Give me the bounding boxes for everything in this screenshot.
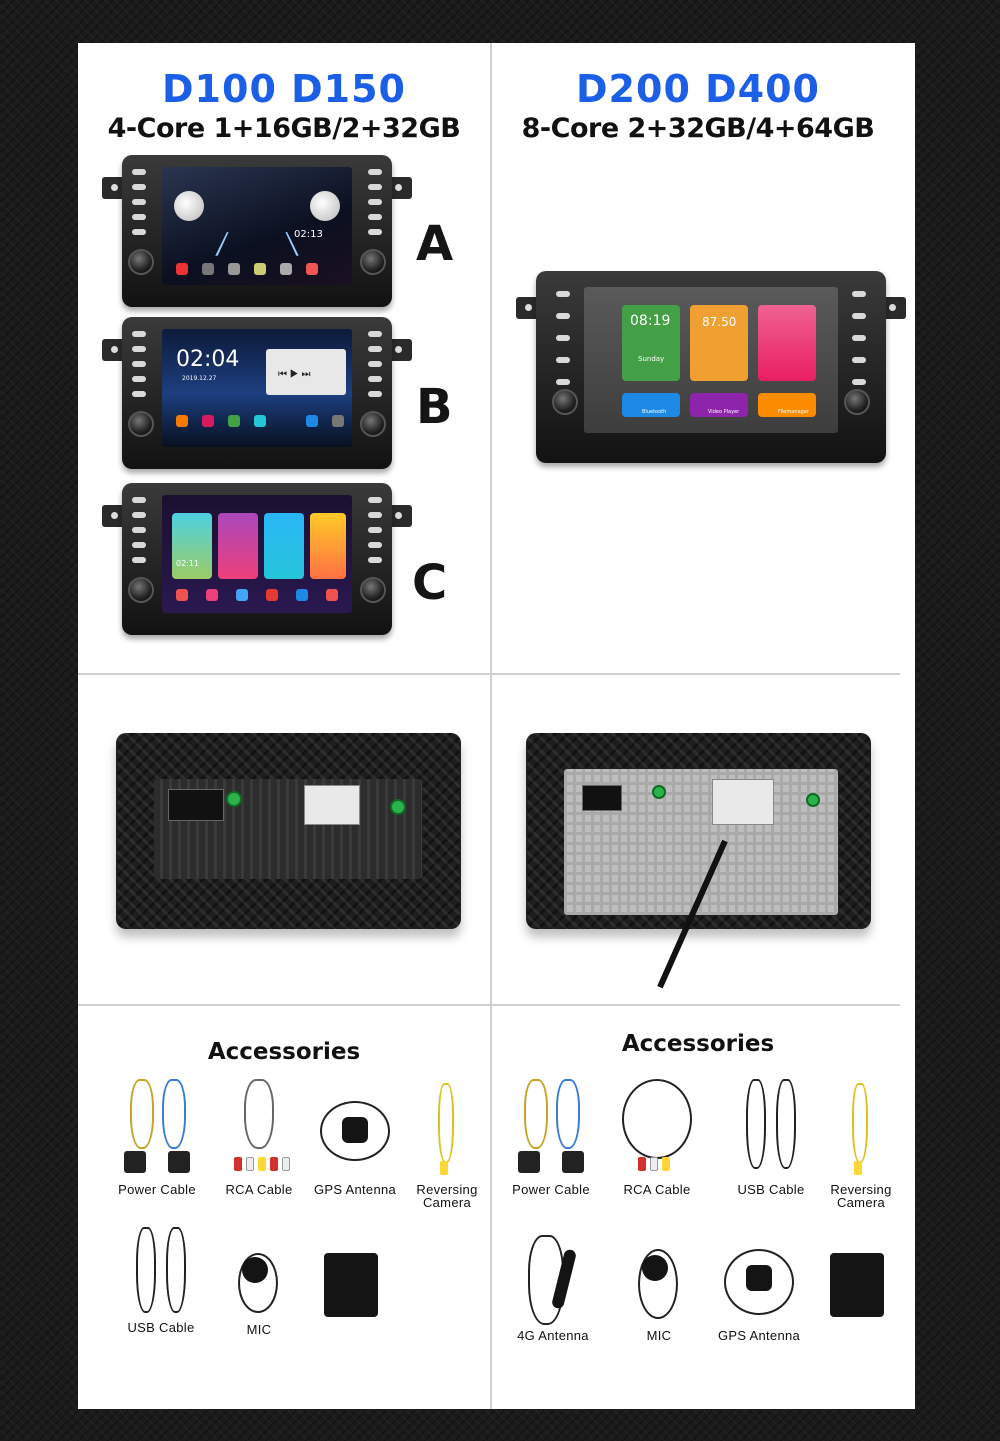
acc-right-gps-antenna: GPS Antenna (704, 1229, 814, 1342)
accessories-left-title: Accessories (207, 1039, 361, 1065)
tile-file-label: Filemanager (778, 409, 809, 415)
acc-left-usb-cable: USB Cable (106, 1221, 216, 1334)
screen-c: 02:11 (162, 495, 352, 613)
4g-antenna-icon (508, 1229, 598, 1329)
accessories-right-title: Accessories (621, 1031, 775, 1057)
row-divider-2 (78, 1004, 900, 1006)
acc-right-4g-antenna: 4G Antenna (498, 1229, 608, 1342)
radio-d200-d400: 08:19 Sunday 87.50 Bluetooth Video Playe… (516, 271, 906, 463)
acc-right-reversing-camera: Reversing Camera (806, 1073, 916, 1209)
acc-right-rca-cable: RCA Cable (602, 1073, 712, 1196)
gps-antenna-icon (714, 1229, 804, 1329)
reversing-camera-icon (402, 1073, 492, 1183)
acc-left-canbus-box (296, 1223, 406, 1323)
canbus-box-icon (306, 1223, 396, 1323)
day-text: Sunday (638, 355, 665, 363)
variant-letter-c: C (412, 555, 448, 611)
time-text: 08:19 (630, 313, 671, 329)
canbus-box-icon (812, 1223, 902, 1323)
rca-cable-icon (214, 1073, 304, 1183)
mic-icon (614, 1229, 704, 1329)
power-cable-icon (506, 1073, 596, 1183)
screen-d: 08:19 Sunday 87.50 Bluetooth Video Playe… (584, 287, 838, 433)
radio-variant-b: 02:04 2019.12.27 ⏮ ▶ ⏭ (102, 317, 412, 469)
gps-antenna-icon (310, 1073, 400, 1183)
date-text: 2019.12.27 (182, 375, 217, 382)
reversing-camera-icon (816, 1073, 906, 1183)
rca-cable-icon (612, 1073, 702, 1183)
radio-variant-c: 02:11 (102, 483, 412, 635)
acc-left-reversing-camera: Reversing Camera (392, 1073, 502, 1209)
screen-a: 02:13 (162, 167, 352, 285)
variant-letter-b: B (416, 379, 453, 435)
radio-frequency-text: 87.50 (702, 315, 737, 329)
mic-icon (214, 1223, 304, 1323)
rear-view-d200-d400 (526, 733, 871, 989)
tile-bluetooth-label: Bluetooth (642, 409, 667, 415)
product-panel: D100 D150 4-Core 1+16GB/2+32GB 02:13 A (78, 43, 915, 1409)
acc-right-canbus-box (802, 1223, 912, 1323)
acc-left-rca-cable: RCA Cable (204, 1073, 314, 1196)
usb-cable-icon (726, 1073, 816, 1183)
acc-left-power-cable: Power Cable (102, 1073, 212, 1196)
screen-b: 02:04 2019.12.27 ⏮ ▶ ⏭ (162, 329, 352, 447)
row-divider-1 (78, 673, 900, 675)
right-model-title: D200 D400 (576, 67, 820, 111)
time-text: 02:11 (176, 559, 200, 568)
power-cable-icon (112, 1073, 202, 1183)
acc-right-power-cable: Power Cable (496, 1073, 606, 1196)
usb-cable-icon (116, 1221, 206, 1321)
time-text: 02:13 (294, 229, 323, 240)
acc-left-mic: MIC (204, 1223, 314, 1336)
acc-right-mic: MIC (604, 1229, 714, 1342)
left-model-title: D100 D150 (162, 67, 406, 111)
tile-video-label: Video Player (708, 409, 740, 415)
rear-view-d100-d150 (116, 733, 461, 929)
radio-variant-a: 02:13 (102, 155, 412, 307)
acc-left-gps-antenna: GPS Antenna (300, 1073, 410, 1196)
right-spec: 8-Core 2+32GB/4+64GB (521, 113, 875, 144)
left-spec: 4-Core 1+16GB/2+32GB (107, 113, 461, 144)
time-text: 02:04 (176, 347, 240, 372)
acc-right-usb-cable: USB Cable (716, 1073, 826, 1196)
variant-letter-a: A (416, 216, 454, 272)
column-divider (490, 43, 492, 1409)
